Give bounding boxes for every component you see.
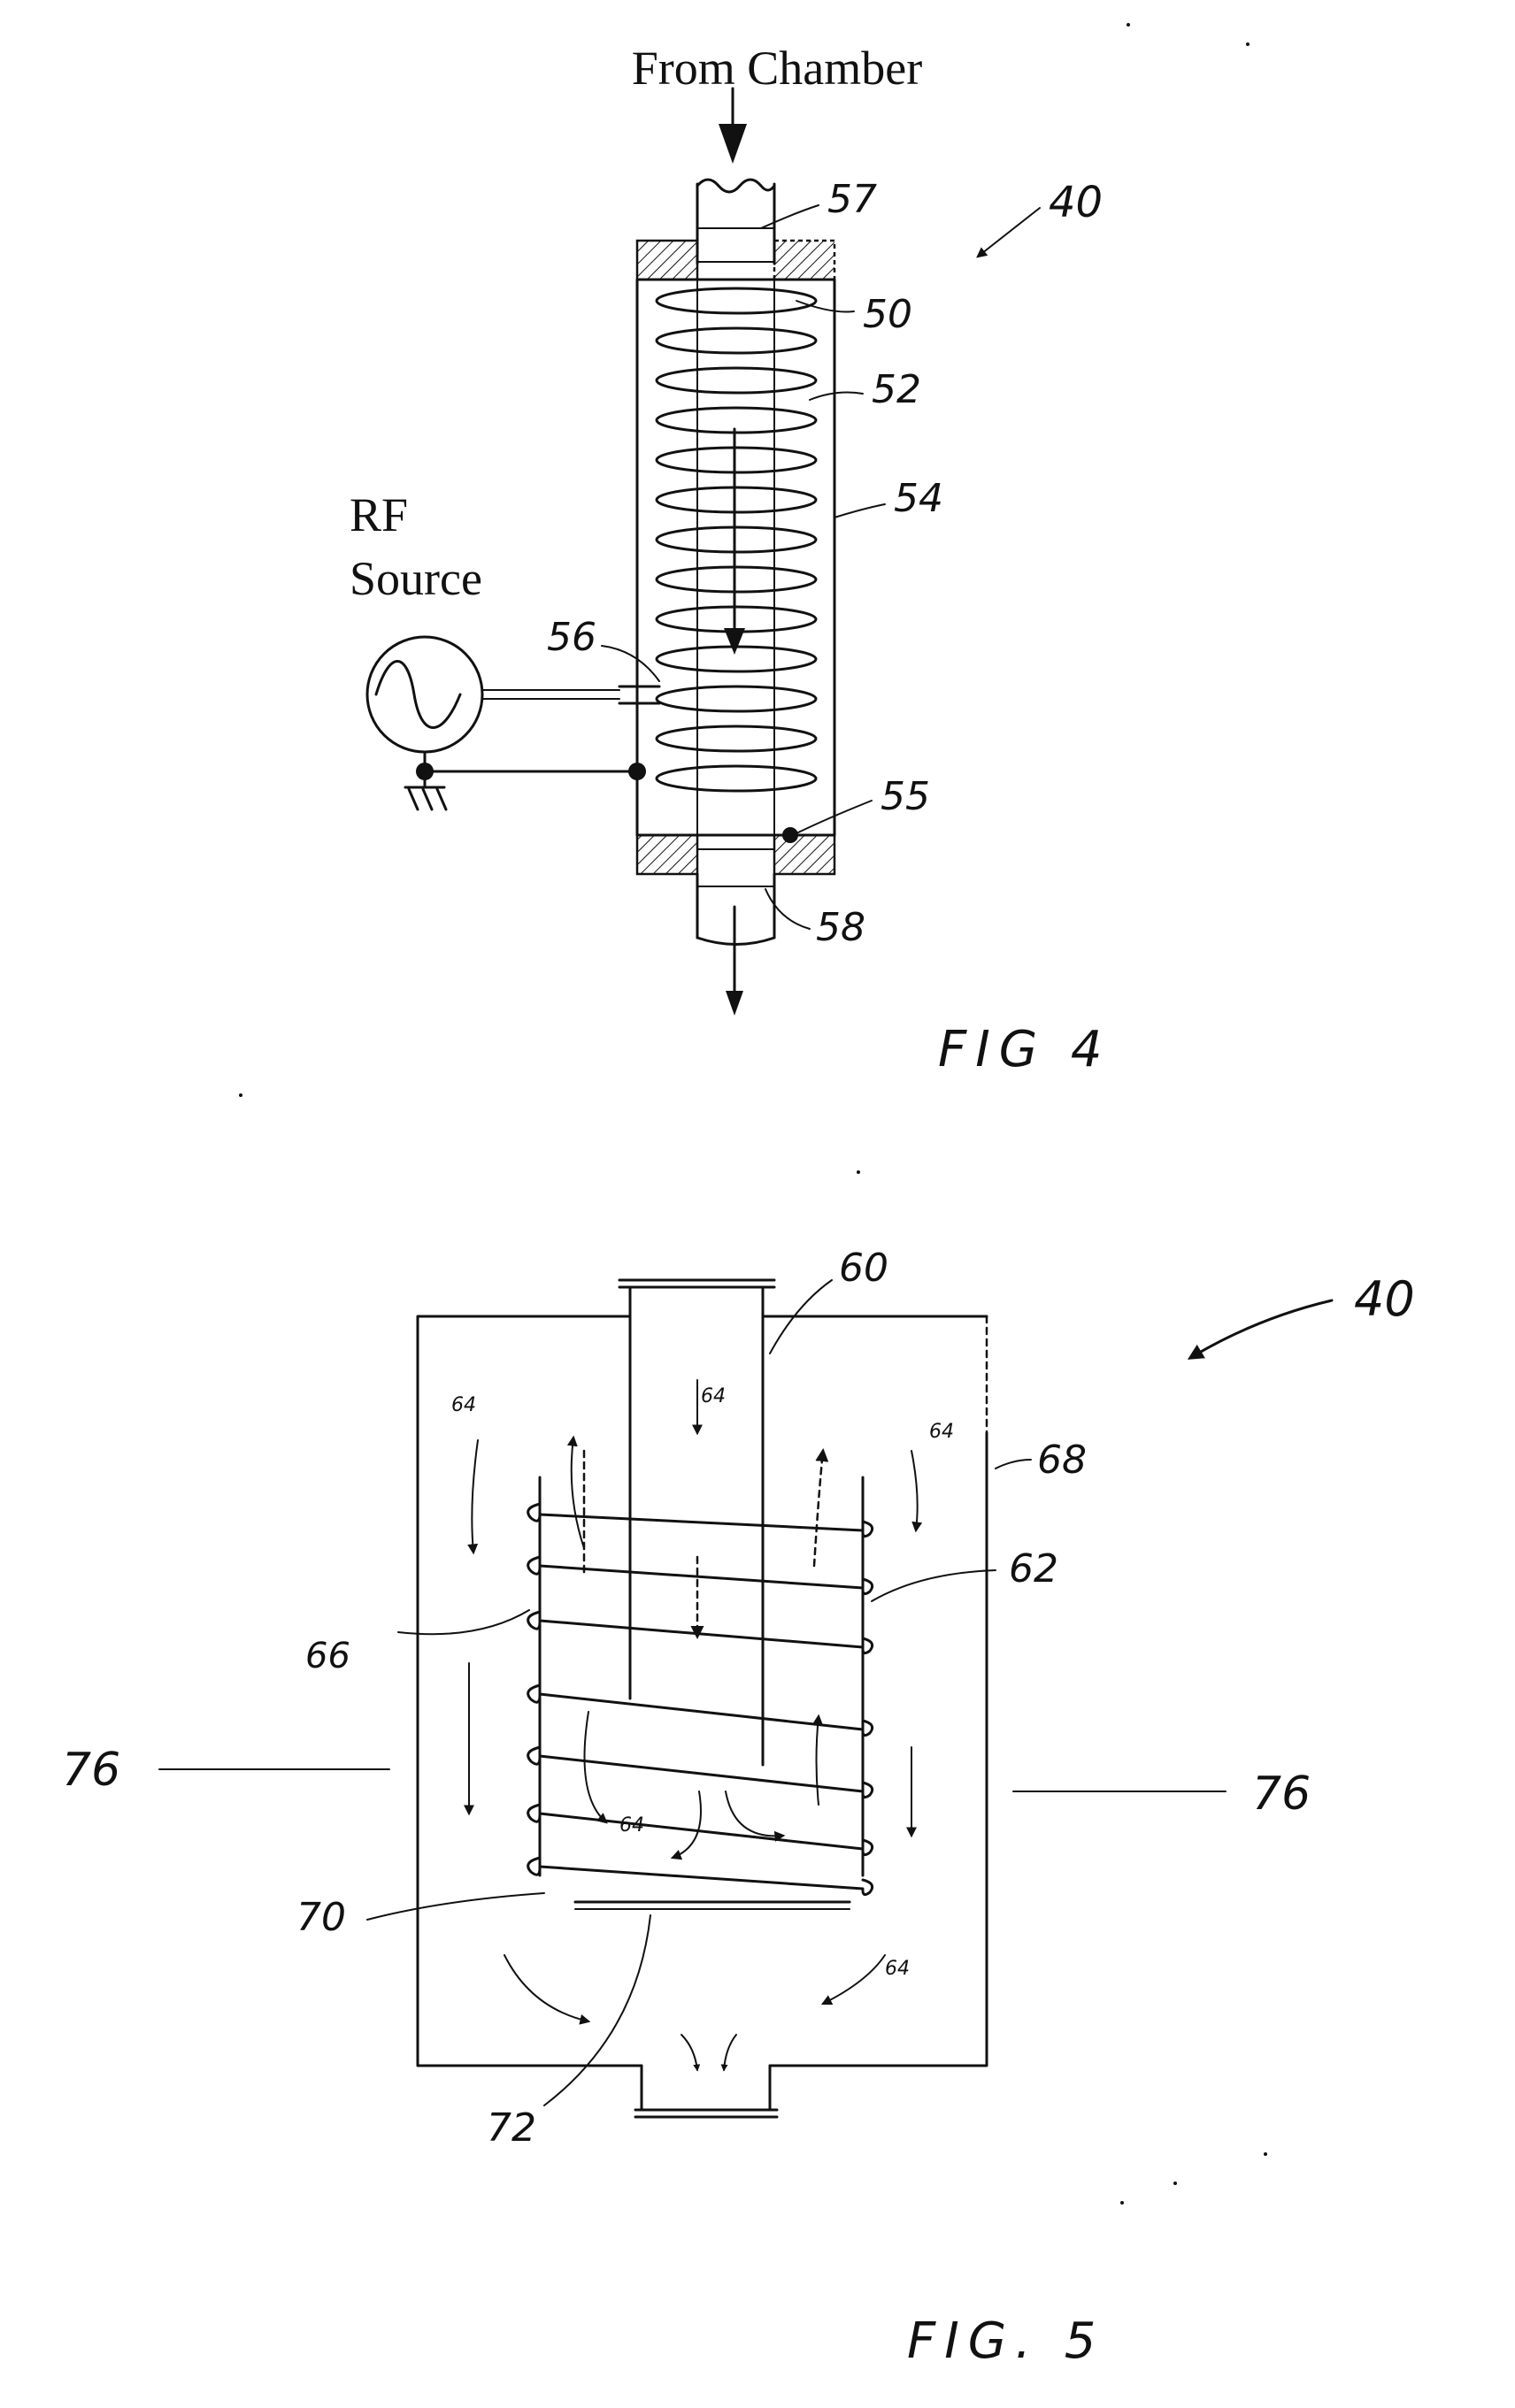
ref-64-b: 64 xyxy=(701,1385,726,1407)
ref-58: 58 xyxy=(816,905,865,950)
ref-76-left: 76 xyxy=(62,1744,120,1797)
figure-4: From Chamber xyxy=(350,42,1111,1078)
ground-node-right xyxy=(628,763,646,780)
ref-60: 60 xyxy=(839,1246,888,1291)
ref-68-leader xyxy=(995,1459,1032,1469)
inlet-arrow-icon xyxy=(719,87,747,164)
ref-40-arrow xyxy=(976,207,1041,258)
rf-source-label-line2: Source xyxy=(350,552,482,605)
bottom-flange-right xyxy=(773,833,836,876)
housing-left xyxy=(416,1315,643,2067)
ref-52-leader xyxy=(809,391,864,401)
inlet-label: From Chamber xyxy=(632,42,922,95)
ground-symbol-icon xyxy=(404,770,448,811)
ref-64-e: 64 xyxy=(885,1958,910,1980)
top-flange-left xyxy=(635,239,699,281)
ref-62-leader xyxy=(871,1569,996,1602)
ref-55-leader xyxy=(796,800,873,834)
inlet-pipe xyxy=(696,178,776,265)
ref-54-leader xyxy=(834,503,886,518)
flow-arrow-icon xyxy=(724,427,745,655)
fig5-ref-40: 40 xyxy=(1354,1271,1415,1327)
rf-coil xyxy=(655,287,818,793)
ref-56-leader xyxy=(601,645,660,682)
rf-source-icon xyxy=(365,635,484,754)
scan-specks xyxy=(239,23,1267,2205)
ref-64-a: 64 xyxy=(451,1394,476,1416)
ref-57: 57 xyxy=(827,177,877,222)
ref-54: 54 xyxy=(894,476,943,521)
fig5-ref-40-arrow xyxy=(1187,1299,1334,1360)
ref-50-leader xyxy=(796,300,855,313)
ref-58-leader xyxy=(765,888,811,930)
rf-source-label-line1: RF xyxy=(350,488,408,541)
ref-72: 72 xyxy=(487,2105,536,2151)
figure-5: 40 60 xyxy=(62,1246,1415,2370)
gas-flow-arrows xyxy=(464,1379,923,2072)
ref-62: 62 xyxy=(1009,1546,1058,1591)
inlet-tube xyxy=(618,1278,776,1408)
fig4-caption: FIG 4 xyxy=(938,1021,1111,1078)
ref-64-d: 64 xyxy=(619,1814,644,1837)
outlet-arrow-icon xyxy=(726,905,743,1016)
ref-40: 40 xyxy=(1049,178,1103,227)
ref-66: 66 xyxy=(305,1636,350,1676)
fig5-caption: FIG. 5 xyxy=(907,2312,1104,2370)
ref-68: 68 xyxy=(1037,1438,1087,1483)
ref-50: 50 xyxy=(863,292,912,337)
ground-point xyxy=(782,827,798,843)
ref-70: 70 xyxy=(296,1895,346,1940)
ref-64-c: 64 xyxy=(929,1421,954,1443)
ref-72-leader xyxy=(543,1914,651,2106)
ref-57-leader xyxy=(760,204,819,229)
outlet-port xyxy=(634,2064,779,2119)
coil-windings xyxy=(527,1502,874,1897)
ref-76-right: 76 xyxy=(1252,1768,1311,1821)
top-flange-right xyxy=(773,239,836,281)
outer-tube xyxy=(635,278,836,837)
bottom-flange-left xyxy=(635,833,699,876)
ref-70-leader xyxy=(366,1892,545,1921)
housing-right xyxy=(768,1431,988,2067)
ref-66-leader xyxy=(397,1609,530,1636)
ref-55: 55 xyxy=(881,774,930,819)
ref-60-leader xyxy=(769,1279,833,1354)
ref-52: 52 xyxy=(872,367,921,412)
ref-56: 56 xyxy=(547,615,596,660)
